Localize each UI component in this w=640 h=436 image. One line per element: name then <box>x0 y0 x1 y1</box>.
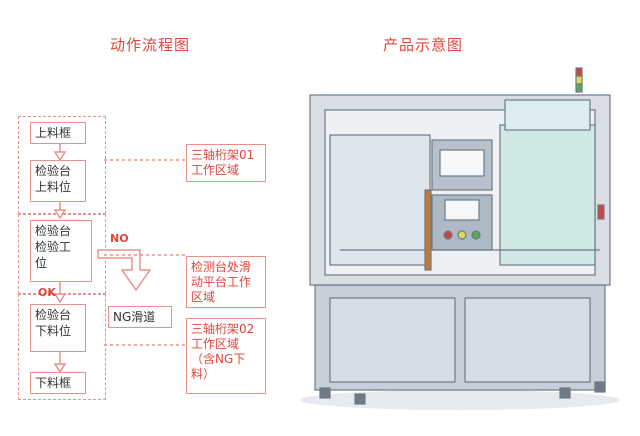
branch-label-ok: OK <box>38 286 56 299</box>
flow-node-loading-position: 检验台 上料位 <box>30 160 86 202</box>
flow-node-unloading-position: 检验台 下料位 <box>30 304 86 352</box>
flow-node-upper-bin: 上料框 <box>30 122 86 144</box>
branch-label-no: NO <box>110 232 129 245</box>
flow-node-inspection-position: 检验台 检验工 位 <box>30 220 92 282</box>
flow-node-lower-bin: 下料框 <box>30 372 86 394</box>
note-sliding-platform: 检测台处滑 动平台工作 区域 <box>186 256 266 308</box>
note-gantry-02: 三轴桁架02 工作区域 （含NG下 料） <box>186 318 266 394</box>
flow-node-ng-chute: NG滑道 <box>108 306 172 328</box>
product-diagram-title: 产品示意图 <box>383 36 464 54</box>
flow-diagram-title: 动作流程图 <box>110 36 191 54</box>
note-gantry-01: 三轴桁架01 工作区域 <box>186 144 266 182</box>
